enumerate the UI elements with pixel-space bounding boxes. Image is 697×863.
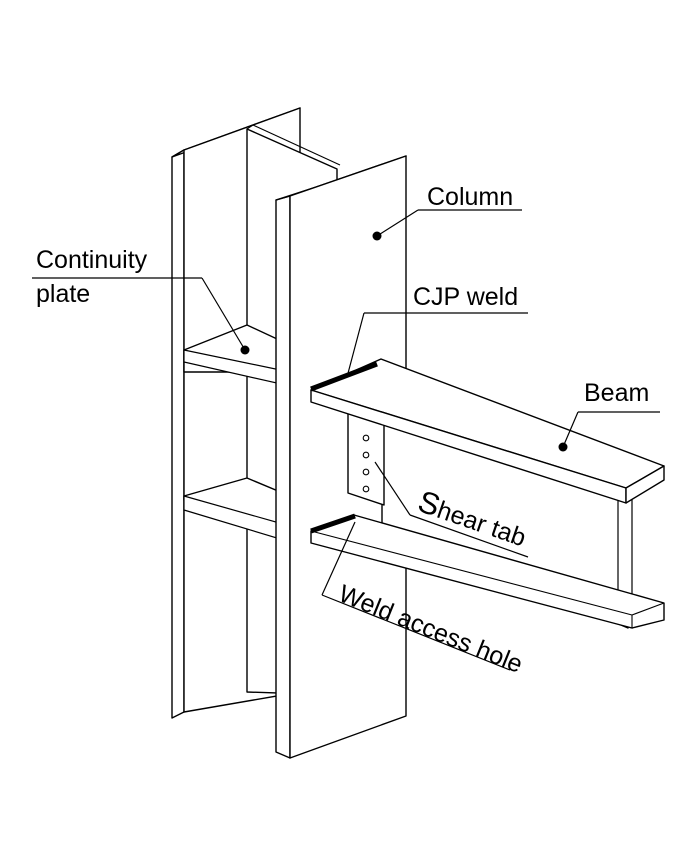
leader-beam [558, 411, 660, 452]
cjp-weld-bottom [310, 513, 356, 534]
label-beam: Beam [584, 379, 649, 407]
label-continuity-line1: Continuity [36, 246, 148, 274]
leader-continuity-plate [32, 277, 250, 355]
beam-top-flange [310, 358, 665, 504]
leader-shear-tab [374, 461, 529, 558]
leader-column [372, 209, 522, 241]
label-cjp-weld: CJP weld [413, 283, 518, 311]
shear-tab-bolt-2 [362, 451, 370, 459]
label-continuity-line2: plate [36, 280, 90, 308]
leader-weld-access-hole [321, 521, 511, 671]
shear-tab-bolt-3 [362, 468, 370, 476]
shear-tab-bolt-1 [362, 434, 370, 442]
shear-tab-bolt-4 [362, 485, 370, 493]
label-column: Column [427, 183, 513, 211]
cjp-weld-top [310, 361, 378, 392]
leader-cjp-weld [346, 312, 528, 378]
